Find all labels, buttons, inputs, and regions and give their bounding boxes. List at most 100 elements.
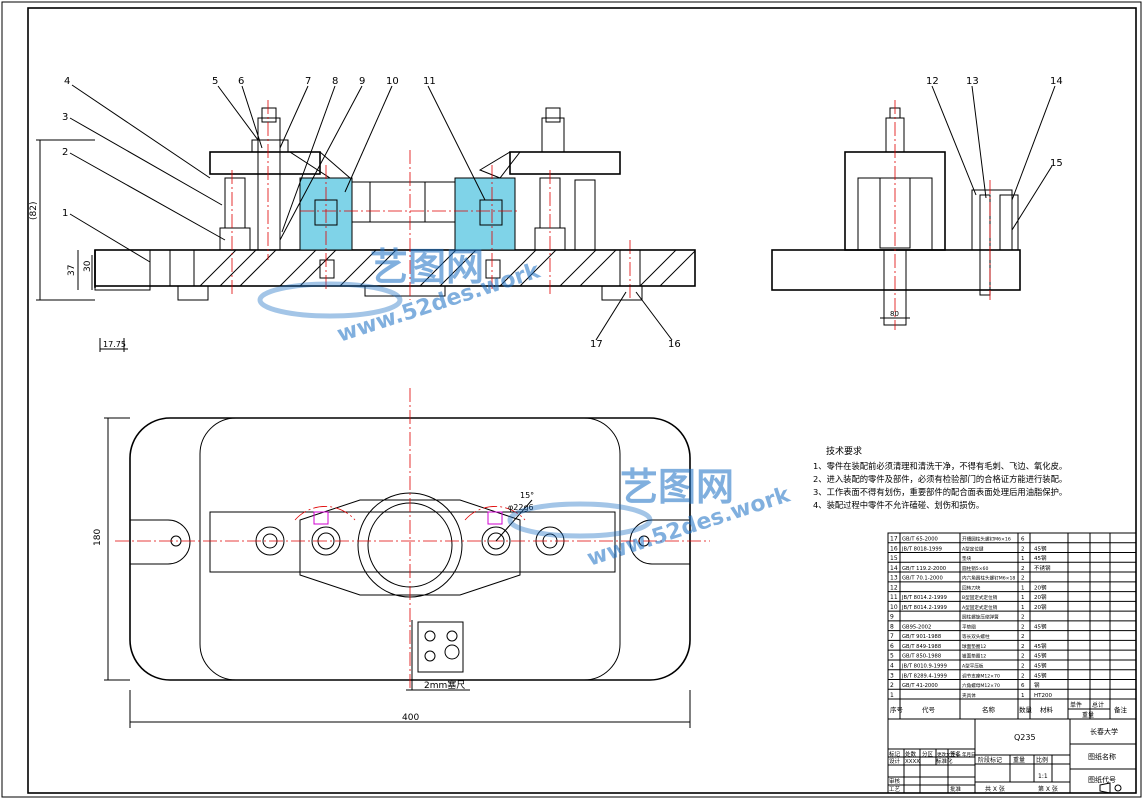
balloon-3: 3	[62, 112, 68, 123]
top-view	[115, 388, 710, 691]
bom-cell-no: 17	[890, 536, 898, 543]
balloon-numbers: 4 3 2 1 5 6 7 8 9 10 11 12 13 14 15 16 1…	[62, 76, 1063, 350]
bom-cell-code: GB/T 41-2000	[902, 683, 938, 689]
bom-cell-mat: 20钢	[1034, 603, 1047, 611]
phi-label: φ22g6	[508, 503, 534, 512]
tb-mark: 标记	[889, 750, 901, 758]
bom-header-weight: 重量	[1082, 711, 1094, 719]
balloon-6: 6	[238, 76, 244, 87]
tech-req-1: 1、零件在装配前必须清理和清洗干净，不得有毛刺、飞边、氧化皮。	[813, 461, 1067, 471]
bom-cell-no: 15	[890, 555, 898, 562]
bom-cell-name: 球面垫圈12	[962, 643, 986, 650]
balloon-1: 1	[62, 208, 68, 219]
bom-cell-qty: 2	[1021, 546, 1025, 552]
bom-header-code: 代号	[922, 705, 936, 714]
balloon-11: 11	[423, 76, 436, 87]
bom-cell-qty: 2	[1021, 673, 1025, 679]
balloon-leaders	[69, 84, 1056, 341]
bom-cell-code: JB/T 8014.2-1999	[901, 605, 947, 611]
bom-cell-name: 圆柱销5×60	[962, 565, 988, 572]
tb-drawing-name: 图纸名称	[1088, 752, 1116, 761]
tech-requirements: 技术要求 1、零件在装配前必须清理和清洗干净，不得有毛刺、飞边、氧化皮。 2、进…	[813, 445, 1067, 510]
bom-cell-no: 11	[890, 594, 898, 601]
bom-cell-mat: 45钢	[1034, 544, 1047, 552]
dim-180: 180	[93, 529, 103, 546]
bom-cell-mat: HT200	[1034, 693, 1052, 699]
bom-cell-name: 平垫圈	[962, 623, 976, 630]
bom-cell-code: GB/T 850-1988	[902, 654, 941, 660]
inner-frame	[27, 7, 1137, 794]
bom-cell-qty: 1	[1021, 595, 1025, 601]
bom-cell-qty: 2	[1021, 634, 1025, 640]
bom-header-total: 总计	[1092, 701, 1104, 709]
tb-change-doc: 更改文件号	[937, 751, 960, 758]
bom-cell-qty: 6	[1021, 683, 1025, 689]
tb-material: Q235	[1014, 733, 1036, 742]
tech-req-3: 3、工作表面不得有划伤，重要部件的配合面表面处理后用油脂保护。	[813, 487, 1067, 497]
bom-cell-qty: 2	[1021, 615, 1025, 621]
tb-sheets-total: 共 X 张	[985, 785, 1005, 793]
balloon-10: 10	[386, 76, 399, 87]
bom-cell-name: 夹具体	[962, 692, 976, 699]
bom-cell-no: 9	[890, 614, 894, 621]
bom-cell-code: GB/T 119.2-2000	[902, 566, 946, 572]
bom-cell-no: 12	[890, 584, 898, 591]
bom-cell-name: 内六角圆柱头螺钉M6×18	[962, 575, 1015, 582]
dim-37: 37	[67, 265, 77, 276]
bom-header-qty: 数量	[1019, 705, 1033, 714]
tb-count: 处数	[905, 750, 917, 758]
tb-school: 长春大学	[1090, 727, 1118, 736]
balloon-9: 9	[359, 76, 365, 87]
dim-400: 400	[402, 713, 419, 723]
balloon-17: 17	[590, 339, 603, 350]
watermark-globe-icon	[257, 281, 403, 319]
front-dimensions: (82) 37 30 17.75	[29, 139, 128, 352]
feeler-label: 2mm塞尺	[424, 679, 465, 691]
tb-weight: 重量	[1013, 756, 1025, 764]
tb-standardization: 标准化	[936, 757, 953, 765]
balloon-14: 14	[1050, 76, 1063, 87]
bom-cell-name: 垫块	[962, 555, 972, 562]
bom-cell-no: 5	[890, 653, 894, 660]
bom-header-unit: 单件	[1070, 701, 1082, 709]
tb-sign: 签名	[950, 750, 961, 758]
balloon-13: 13	[966, 76, 979, 87]
bom-cell-qty: 1	[1021, 556, 1025, 562]
bom-cell-name: 圆柱螺旋压缩弹簧	[962, 614, 999, 621]
tb-sheet-no: 第 X 张	[1038, 785, 1058, 793]
bom-cell-mat: 不锈钢	[1034, 564, 1051, 572]
bom-cell-no: 8	[890, 623, 894, 630]
bom-cell-name: 调节支座M12×70	[962, 672, 1000, 679]
bom-cell-qty: 2	[1021, 664, 1025, 670]
tech-req-title: 技术要求	[826, 445, 862, 457]
bom-cell-qty: 1	[1021, 693, 1025, 699]
title-block: Q235 长春大学 图纸名称 图纸代号 标记 处数 分区 更改文件号 签名 年月…	[887, 718, 1137, 794]
projection-symbol-icon	[1099, 782, 1122, 794]
angle-label: 15°	[520, 491, 534, 500]
bom-cell-no: 14	[890, 565, 898, 572]
bom-cell-name: 回转刀块	[962, 584, 981, 591]
tech-req-2: 2、进入装配的零件及部件，必须有检验部门的合格证方能进行装配。	[813, 474, 1067, 484]
balloon-7: 7	[305, 76, 311, 87]
balloon-2: 2	[62, 147, 68, 158]
tb-process: 工艺	[889, 786, 901, 793]
tb-check: 审核	[889, 777, 901, 785]
bom-cell-mat: 20钢	[1034, 593, 1047, 601]
watermark-2: 艺图网 www.52des.work	[507, 465, 794, 572]
balloon-4: 4	[64, 76, 70, 87]
bom-cell-qty: 2	[1021, 576, 1025, 582]
bom-cell-no: 7	[890, 633, 894, 640]
bom-cell-code: GB95-2002	[902, 624, 931, 630]
bom-cell-mat: 20钢	[1034, 583, 1047, 591]
bom-cell-code: JB/T 8289.4-1999	[901, 673, 947, 679]
dim-30: 30	[83, 260, 93, 272]
dim-side-width: 80	[890, 310, 899, 318]
bom-cell-qty: 2	[1021, 624, 1025, 630]
bom-cell-mat: 45钢	[1034, 671, 1047, 679]
tb-scale-value: 1:1	[1038, 773, 1048, 780]
tb-scale: 比例	[1036, 756, 1048, 764]
bom-header-remark: 备注	[1114, 705, 1128, 714]
balloon-12: 12	[926, 76, 939, 87]
bom-cell-mat: 钢	[1034, 681, 1040, 689]
